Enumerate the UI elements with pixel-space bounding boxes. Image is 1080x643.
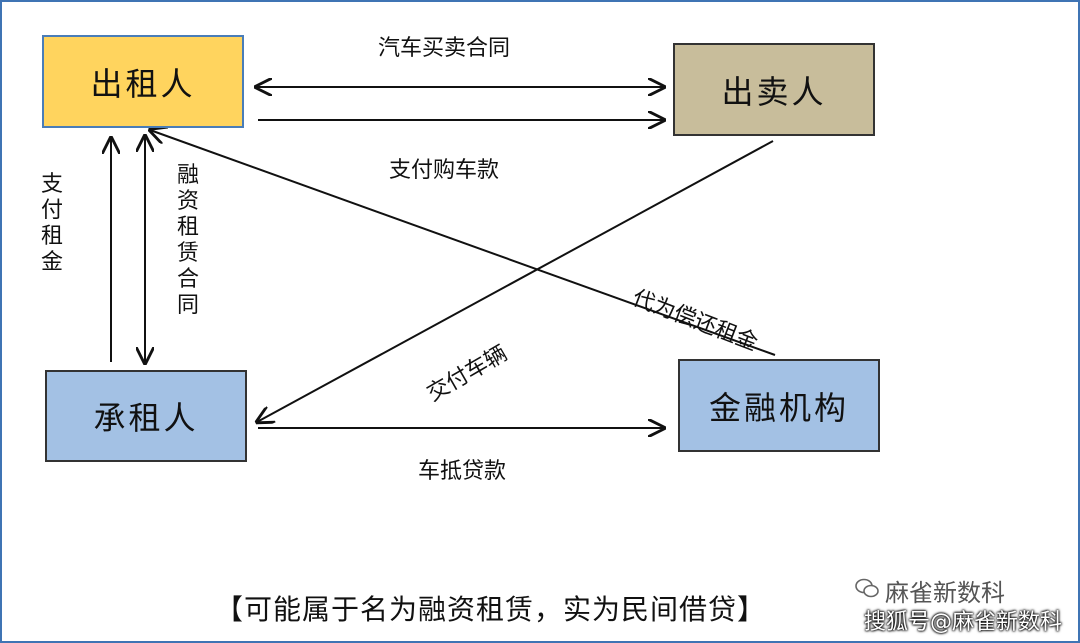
label-car-mortgage-loan: 车抵贷款 bbox=[418, 459, 507, 484]
node-lessor: 出租人 bbox=[42, 35, 244, 128]
edge-repay-rent bbox=[150, 130, 776, 356]
node-finance-label: 金融机构 bbox=[708, 388, 849, 427]
node-lessee-label: 承租人 bbox=[93, 399, 199, 437]
watermark-source: 搜狐号@麻雀新数科 bbox=[864, 610, 1063, 635]
node-seller: 出卖人 bbox=[673, 43, 875, 136]
node-lessee: 承租人 bbox=[45, 370, 247, 462]
wechat-icon bbox=[855, 578, 879, 598]
node-lessor-label: 出租人 bbox=[90, 64, 196, 103]
node-seller-label: 出卖人 bbox=[721, 72, 827, 111]
label-car-sale-contract: 汽车买卖合同 bbox=[378, 36, 511, 61]
footer-note: 【可能属于名为融资租赁，实为民间借贷】 bbox=[215, 593, 767, 626]
edge-deliver-vehicle bbox=[257, 140, 774, 422]
label-pay-car-price: 支付购车款 bbox=[389, 158, 500, 183]
label-pay-rent: 支付租金 bbox=[40, 172, 63, 275]
label-finance-lease-contract: 融资租赁合同 bbox=[176, 163, 199, 318]
node-finance: 金融机构 bbox=[678, 359, 880, 452]
watermark-account: 麻雀新数科 bbox=[885, 579, 1005, 607]
